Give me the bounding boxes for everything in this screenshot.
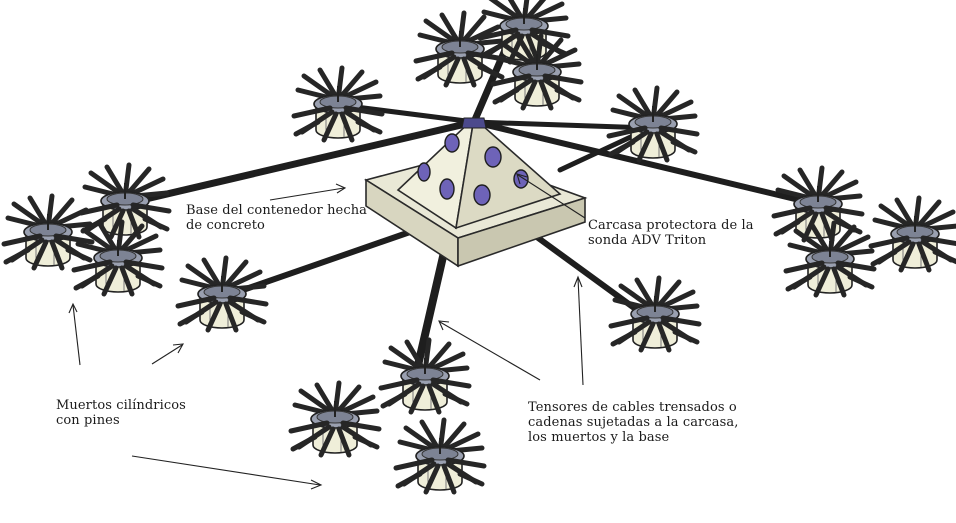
anchor bbox=[4, 196, 92, 268]
anchor bbox=[396, 420, 484, 492]
label-tensores: Tensores de cables trensados o cadenas s… bbox=[528, 400, 738, 445]
label-carcasa: Carcasa protectora de la sonda ADV Trito… bbox=[588, 218, 754, 248]
anchor bbox=[294, 68, 382, 140]
arrow-muertos-1 bbox=[73, 305, 80, 365]
anchor bbox=[774, 168, 862, 240]
label-base: Base del contenedor hecha de concreto bbox=[186, 203, 367, 233]
anchor bbox=[291, 383, 379, 455]
anchor bbox=[609, 88, 697, 160]
arrow-base bbox=[270, 188, 344, 200]
arrow-muertos-2 bbox=[152, 345, 182, 364]
anchor bbox=[871, 198, 956, 270]
arrow-tensores-2 bbox=[578, 278, 583, 385]
anchor bbox=[81, 165, 169, 237]
label-muertos: Muertos cilíndricos con pines bbox=[56, 398, 186, 428]
anchor bbox=[178, 258, 266, 330]
arrow-muertos-3 bbox=[132, 456, 320, 485]
anchor bbox=[611, 278, 699, 350]
